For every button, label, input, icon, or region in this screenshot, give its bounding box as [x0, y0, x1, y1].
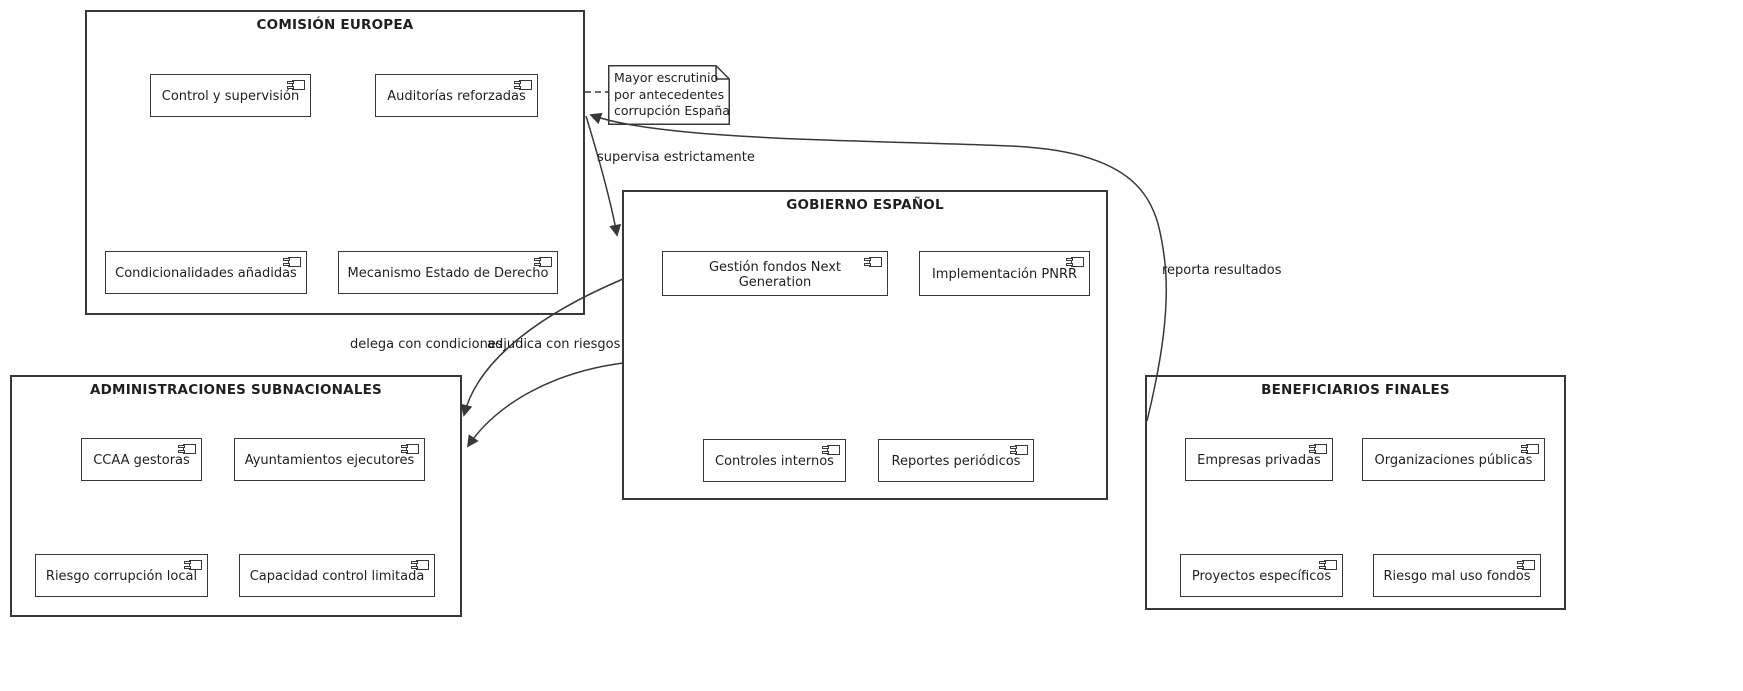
note-line: corrupción España — [614, 103, 730, 118]
component-gestion-fondos-next-generation: Gestión fondos Next Generation — [662, 251, 888, 296]
component-label: Mecanismo Estado de Derecho — [347, 266, 549, 281]
component-riesgo-corrupcion-local: Riesgo corrupción local — [35, 554, 208, 597]
component-icon — [1066, 257, 1084, 267]
edge-label-adjudica: adjudica con riesgos — [487, 337, 621, 352]
component-icon — [184, 560, 202, 570]
component-label: Controles internos — [715, 454, 834, 469]
component-label: Gestión fondos Next Generation — [708, 259, 842, 290]
component-ayuntamientos-ejecutores: Ayuntamientos ejecutores — [234, 438, 425, 481]
component-label: Implementación PNRR — [931, 267, 1078, 282]
component-label: Reportes periódicos — [891, 454, 1021, 469]
edge-label-reporta: reporta resultados — [1162, 263, 1282, 278]
component-label: Riesgo corrupción local — [45, 569, 198, 584]
package-title: ADMINISTRACIONES SUBNACIONALES — [90, 382, 382, 398]
component-icon — [514, 80, 532, 90]
component-auditorias-reforzadas: Auditorías reforzadas — [375, 74, 538, 117]
component-label: Control y supervisión — [161, 89, 300, 104]
component-label: Organizaciones públicas — [1374, 453, 1533, 468]
note-line: por antecedentes — [614, 86, 725, 102]
component-icon — [287, 80, 305, 90]
component-label: Capacidad control limitada — [249, 569, 425, 584]
component-label: Empresas privadas — [1197, 453, 1321, 468]
component-icon — [1309, 444, 1327, 454]
component-icon — [1319, 560, 1337, 570]
package-administraciones-subnacionales: ADMINISTRACIONES SUBNACIONALES CCAA gest… — [10, 375, 462, 617]
package-comision-europea: COMISIÓN EUROPEA Control y supervisión A… — [85, 10, 585, 315]
component-implementacion-pnrr: Implementación PNRR — [919, 251, 1090, 296]
component-proyectos-especificos: Proyectos específicos — [1180, 554, 1343, 597]
component-icon — [1521, 444, 1539, 454]
component-icon — [864, 257, 882, 267]
note-line: Mayor escrutinio — [614, 70, 719, 85]
edge-adjudica — [466, 362, 624, 448]
component-icon — [1010, 445, 1028, 455]
component-icon — [401, 444, 419, 454]
package-title: GOBIERNO ESPAÑOL — [786, 197, 944, 213]
component-label: Proyectos específicos — [1191, 569, 1332, 584]
component-label: Auditorías reforzadas — [387, 89, 526, 104]
component-organizaciones-publicas: Organizaciones públicas — [1362, 438, 1545, 481]
component-mecanismo-estado-de-derecho: Mecanismo Estado de Derecho — [338, 251, 558, 294]
package-title: BENEFICIARIOS FINALES — [1261, 382, 1450, 398]
component-condicionalidades-anadidas: Condicionalidades añadidas — [105, 251, 307, 294]
package-gobierno-espanol: GOBIERNO ESPAÑOL Gestión fondos Next Gen… — [622, 190, 1108, 500]
component-label: Condicionalidades añadidas — [115, 266, 297, 281]
component-ccaa-gestoras: CCAA gestoras — [81, 438, 202, 481]
note-mayor-escrutinio: Mayor escrutinio por antecedentes corrup… — [614, 70, 730, 120]
edge-supervisa — [585, 115, 622, 237]
component-label: CCAA gestoras — [93, 453, 190, 468]
component-control-y-supervision: Control y supervisión — [150, 74, 311, 117]
component-icon — [1517, 560, 1535, 570]
component-label: Ayuntamientos ejecutores — [244, 453, 415, 468]
package-beneficiarios-finales: BENEFICIARIOS FINALES Empresas privadas … — [1145, 375, 1566, 610]
component-reportes-periodicos: Reportes periódicos — [878, 439, 1034, 482]
edge-label-supervisa: supervisa estrictamente — [597, 150, 755, 165]
component-icon — [283, 257, 301, 267]
component-riesgo-mal-uso-fondos: Riesgo mal uso fondos — [1373, 554, 1541, 597]
component-icon — [178, 444, 196, 454]
component-controles-internos: Controles internos — [703, 439, 846, 482]
component-icon — [822, 445, 840, 455]
component-icon — [411, 560, 429, 570]
package-title: COMISIÓN EUROPEA — [256, 17, 414, 33]
component-empresas-privadas: Empresas privadas — [1185, 438, 1333, 481]
component-label: Riesgo mal uso fondos — [1383, 569, 1531, 584]
component-icon — [534, 257, 552, 267]
component-capacidad-control-limitada: Capacidad control limitada — [239, 554, 435, 597]
edge-label-delega: delega con condiciones — [350, 337, 503, 352]
